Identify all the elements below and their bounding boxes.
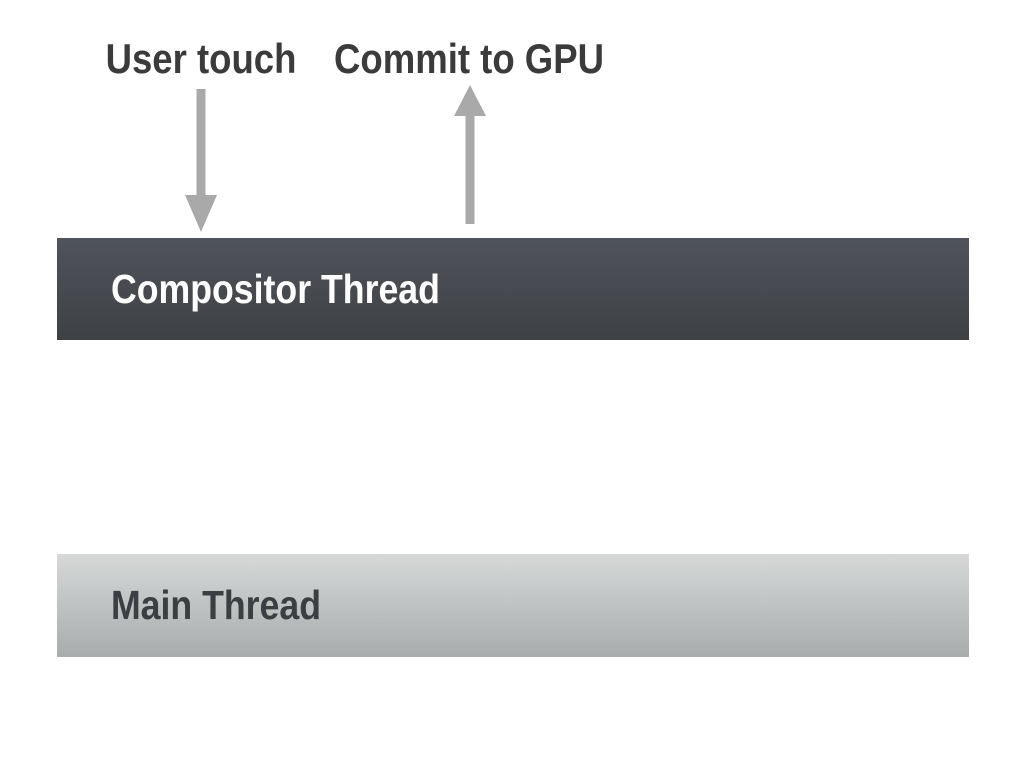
arrow-down-icon (185, 89, 217, 232)
compositor-thread-label: Compositor Thread (110, 265, 440, 312)
main-thread-bar: Main Thread (57, 554, 969, 657)
commit-to-gpu-label: Commit to GPU (334, 35, 604, 82)
main-thread-label: Main Thread (110, 582, 322, 628)
arrow-up-icon (454, 85, 486, 225)
user-touch-label: User touch (105, 35, 297, 82)
compositor-thread-bar: Compositor Thread (57, 238, 969, 340)
